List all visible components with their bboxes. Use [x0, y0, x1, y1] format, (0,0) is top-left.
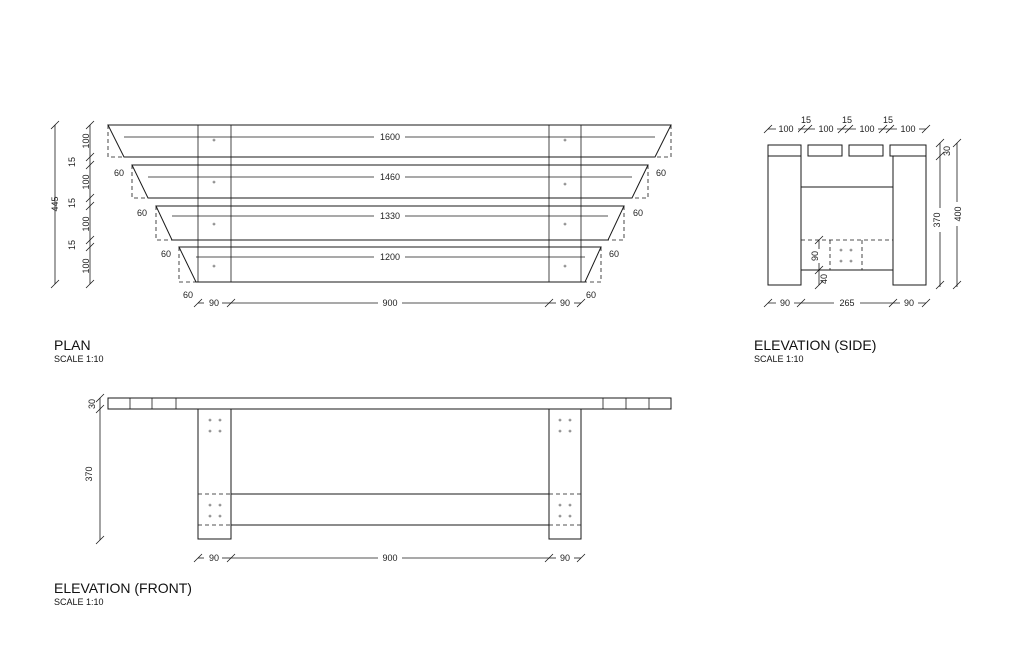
plan-offset-1: 60 [114, 168, 124, 178]
front-leg-height: 370 [84, 466, 94, 481]
side-inner-width: 265 [839, 298, 854, 308]
plan-gap-3: 15 [67, 240, 77, 250]
plan-offset-5: 60 [161, 249, 171, 259]
side-seat-board-3 [848, 144, 884, 157]
side-leg-width-right: 90 [904, 298, 914, 308]
side-board-width-3: 100 [859, 124, 874, 134]
side-title: ELEVATION (SIDE) [754, 337, 876, 353]
side-gap-3: 15 [883, 115, 893, 125]
front-leg-spacing: 900 [382, 553, 397, 563]
plan-leg-width-left: 90 [209, 298, 219, 308]
front-title: ELEVATION (FRONT) [54, 580, 192, 596]
plan-total-depth: 445 [50, 196, 60, 211]
plan-board-1 [107, 124, 672, 158]
plan-offset-8: 60 [586, 290, 596, 300]
plan-board-width-2: 100 [81, 174, 91, 189]
side-board-width-2: 100 [818, 124, 833, 134]
plan-offset-2: 60 [656, 168, 666, 178]
plan-board-width-3: 100 [81, 216, 91, 231]
plan-board-width-4: 100 [81, 258, 91, 273]
front-leg-right [548, 408, 582, 540]
side-seat-board-4 [889, 144, 927, 157]
plan-leg-spacing: 900 [382, 298, 397, 308]
side-total-height: 400 [953, 206, 963, 221]
plan-length-1460: 1460 [380, 172, 400, 182]
side-board-width-1: 100 [778, 124, 793, 134]
side-seat-thickness: 30 [942, 146, 952, 156]
plan-offset-7: 60 [183, 290, 193, 300]
side-leg-width-left: 90 [780, 298, 790, 308]
front-leg-width-left: 90 [209, 553, 219, 563]
side-elevation-view: 100 100 100 100 15 15 15 30 370 400 90 4… [754, 115, 963, 364]
plan-gap-1: 15 [67, 157, 77, 167]
side-seat-board-2 [807, 144, 843, 157]
plan-length-1600: 1600 [380, 132, 400, 142]
plan-gap-2: 15 [67, 198, 77, 208]
plan-length-1330: 1330 [380, 211, 400, 221]
side-gap-1: 15 [801, 115, 811, 125]
side-leg-height: 370 [932, 212, 942, 227]
side-leg-left [767, 155, 802, 286]
front-seat [107, 397, 672, 410]
front-seat-thickness: 30 [87, 399, 97, 409]
plan-leg-width-right: 90 [560, 298, 570, 308]
plan-scale: SCALE 1:10 [54, 354, 104, 364]
plan-view: 1600 1460 1330 1200 60 60 60 60 60 60 60… [50, 120, 672, 364]
plan-title: PLAN [54, 337, 91, 353]
front-elevation-view: 30 370 90 900 90 ELEVATION (FRONT) SCALE… [54, 393, 672, 607]
plan-length-1200: 1200 [380, 252, 400, 262]
front-leg-width-right: 90 [560, 553, 570, 563]
side-board-width-4: 100 [900, 124, 915, 134]
front-scale: SCALE 1:10 [54, 597, 104, 607]
plan-offset-4: 60 [633, 208, 643, 218]
plan-offset-6: 60 [609, 249, 619, 259]
plan-offset-3: 60 [137, 208, 147, 218]
plan-board-2 [131, 164, 649, 199]
side-rail-offset: 40 [819, 274, 829, 284]
front-leg-left [197, 408, 232, 540]
side-leg-right [892, 155, 927, 286]
side-rail-height: 90 [810, 251, 820, 261]
side-scale: SCALE 1:10 [754, 354, 804, 364]
side-gap-2: 15 [842, 115, 852, 125]
side-seat-board-1 [767, 144, 802, 157]
plan-board-width-1: 100 [81, 133, 91, 148]
